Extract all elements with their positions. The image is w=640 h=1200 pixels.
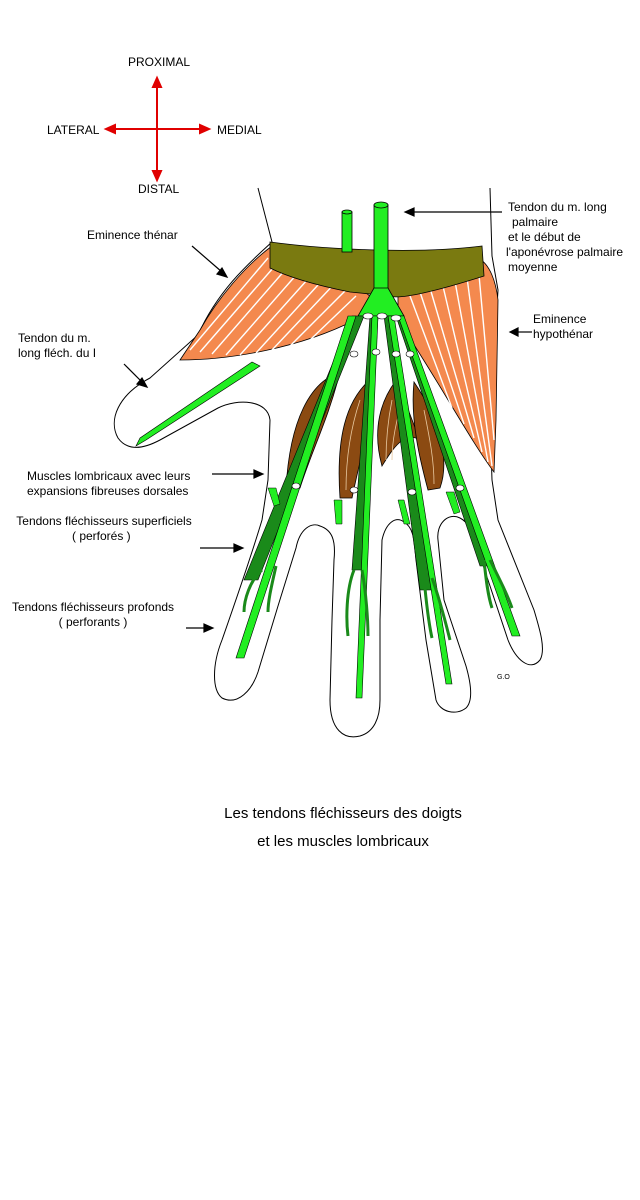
label-tendon-long-palmaire-line2: palmaire bbox=[512, 215, 559, 229]
label-tendon-long-palmaire-line5: moyenne bbox=[508, 260, 558, 274]
label-tendon-long-flech: Tendon du m. long fléch. du I bbox=[18, 331, 96, 361]
label-eminence-thenar: Eminence thénar bbox=[87, 228, 178, 242]
label-eminence-hypothenar-line1: Eminence bbox=[533, 312, 587, 326]
thenar-fibers bbox=[189, 257, 357, 356]
label-tendon-long-flech-line1: Tendon du m. bbox=[18, 331, 91, 345]
tendon-chiasms bbox=[242, 559, 514, 641]
label-lombricaux-line2: expansions fibreuses dorsales bbox=[27, 484, 189, 498]
label-tendon-long-palmaire-line4: l'aponévrose palmaire bbox=[506, 245, 624, 259]
tendon-ovals bbox=[291, 312, 465, 496]
label-tendon-long-palmaire-line1: Tendon du m. long bbox=[508, 200, 607, 214]
label-lombricaux-line1: Muscles lombricaux avec leurs bbox=[27, 469, 191, 483]
label-lombricaux: Muscles lombricaux avec leurs expansions… bbox=[27, 469, 190, 499]
label-superficiels: Tendons fléchisseurs superficiels ( perf… bbox=[4, 514, 204, 544]
label-superficiels-line1: Tendons fléchisseurs superficiels bbox=[16, 514, 192, 528]
caption-line1: Les tendons fléchisseurs des doigts bbox=[224, 805, 462, 822]
label-profonds-line2: ( perforants ) bbox=[58, 615, 128, 629]
compass-lateral: LATERAL bbox=[47, 123, 100, 137]
small-wrist-tendon bbox=[341, 209, 353, 253]
label-tendon-long-palmaire-line3: et le début de bbox=[508, 230, 581, 244]
compass-arrows bbox=[103, 75, 212, 183]
hypothenar-eminence bbox=[397, 257, 499, 474]
compass-proximal: PROXIMAL bbox=[128, 55, 191, 69]
label-tendon-long-flech-line2: long fléch. du I bbox=[18, 346, 97, 360]
label-tendon-long-palmaire: Tendon du m. long palmaire et le début d… bbox=[506, 200, 624, 275]
label-arrows bbox=[123, 207, 532, 633]
compass-medial: MEDIAL bbox=[217, 123, 262, 137]
figure-caption: Les tendons fléchisseurs des doigts et l… bbox=[0, 800, 640, 856]
compass-distal: DISTAL bbox=[138, 182, 180, 196]
label-profonds-line1: Tendons fléchisseurs profonds bbox=[11, 600, 175, 614]
label-superficiels-line2: ( perforés ) bbox=[72, 529, 131, 543]
author-signature: G.O bbox=[497, 674, 510, 681]
label-eminence-hypothenar: Eminence hypothénar bbox=[533, 312, 593, 342]
label-eminence-hypothenar-line2: hypothénar bbox=[533, 327, 594, 341]
hypothenar-fibers bbox=[409, 263, 495, 467]
caption-line2: et les muscles lombricaux bbox=[257, 833, 429, 850]
label-profonds: Tendons fléchisseurs profonds ( perforan… bbox=[4, 600, 182, 630]
lumbrical-insertions bbox=[267, 487, 461, 525]
